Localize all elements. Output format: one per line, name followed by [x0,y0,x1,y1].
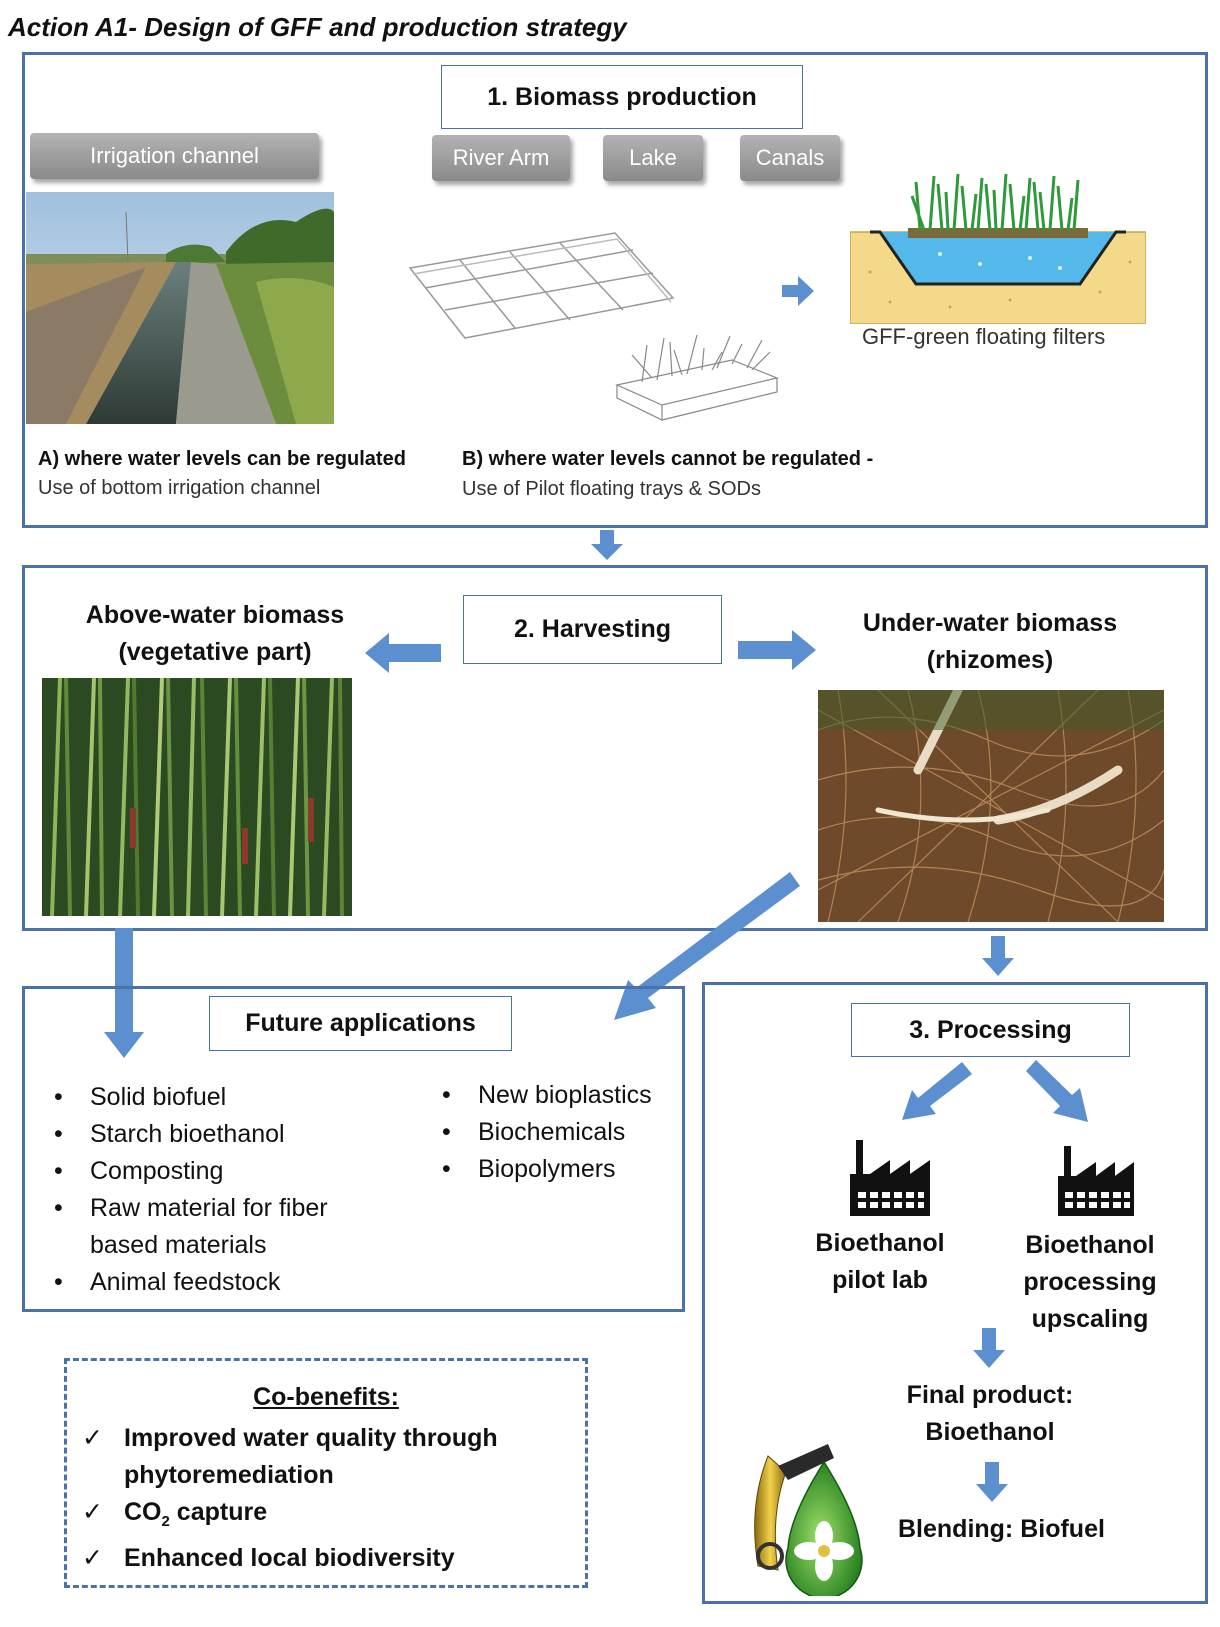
co-benefit-text-prefix: CO [124,1498,162,1526]
tab-river-arm-label: River Arm [452,145,550,170]
arrow-down-icon [104,928,144,1058]
future-applications-panel [22,986,685,1312]
under-water-line1: Under-water biomass [862,609,1118,637]
list-item: Animal feedstock [52,1264,392,1301]
co-benefit-text-suffix: capture [169,1498,268,1526]
list-item: ✓ Enhanced local biodiversity [82,1540,552,1577]
co-benefit-text: Improved water quality through phytoreme… [124,1424,498,1489]
pilot-line1: Bioethanol [815,1229,945,1257]
above-water-line1: Above-water biomass [85,601,345,629]
arrow-down-icon [973,1328,1005,1368]
factory-icon [1058,1146,1134,1216]
co-benefit-subscript: 2 [161,1513,170,1530]
list-item: New bioplastics [440,1077,680,1114]
tab-canals[interactable]: Canals [740,135,840,181]
biomass-production-title-text: 1. Biomass production [487,82,757,111]
factory-icon [850,1140,930,1216]
pilot-line2: pilot lab [832,1266,928,1294]
final-line2: Bioethanol [925,1418,1055,1446]
arrow-left-icon [365,633,441,673]
under-water-biomass-photo [818,690,1164,922]
arrow-diagonal-icon [614,872,800,1020]
gff-caption: GFF-green floating filters [862,324,1106,349]
bioethanol-processing-upscaling: Bioethanol processing upscaling [1000,1227,1180,1338]
arrow-down-left-icon [902,1062,972,1120]
above-water-biomass-photo [42,678,352,916]
list-item: Biochemicals [440,1114,680,1151]
check-icon: ✓ [82,1498,103,1526]
check-icon: ✓ [82,1544,103,1572]
biomass-production-panel [22,52,1208,528]
under-water-biomass-heading: Under-water biomass (rhizomes) [840,605,1140,679]
upscale-line1: Bioethanol [1025,1231,1155,1259]
final-product: Final product: Bioethanol [880,1377,1100,1451]
biomass-production-title: 1. Biomass production [441,65,803,129]
tab-lake[interactable]: Lake [603,135,703,181]
list-item: ✓ Improved water quality through phytore… [82,1420,552,1494]
processing-title: 3. Processing [851,1003,1130,1057]
tab-irrigation-channel[interactable]: Irrigation channel [30,133,319,179]
biofuel-nozzle-icon [754,1444,863,1596]
tab-river-arm[interactable]: River Arm [432,135,570,181]
list-item: Starch bioethanol [52,1116,392,1153]
irrigation-channel-photo [26,192,334,424]
future-applications-list-right: New bioplastics Biochemicals Biopolymers [440,1077,680,1188]
list-item: Solid biofuel [52,1079,392,1116]
floating-tray-sketch [408,232,675,339]
co-benefits-panel [64,1358,588,1588]
tab-canals-label: Canals [755,145,825,170]
processing-title-text: 3. Processing [909,1015,1072,1044]
harvesting-title: 2. Harvesting [463,595,722,664]
co-benefits-list: ✓ Improved water quality through phytore… [82,1420,552,1577]
gff-cross-section [850,173,1146,324]
arrow-right-icon [782,276,814,306]
tab-irrigation-channel-label: Irrigation channel [90,143,259,168]
future-applications-title-text: Future applications [245,1009,476,1037]
list-item: Composting [52,1153,392,1190]
option-a-text: Use of bottom irrigation channel [38,477,321,499]
arrow-down-icon [982,936,1014,976]
option-b-text: Use of Pilot floating trays & SODs [462,478,762,500]
final-line1: Final product: [906,1381,1074,1409]
above-water-line2: (vegetative part) [118,638,312,666]
list-item: Biopolymers [440,1151,680,1188]
above-water-biomass-heading: Above-water biomass (vegetative part) [60,597,370,671]
option-a-heading: A) where water levels can be regulated [38,448,406,470]
blending-biofuel: Blending: Biofuel [898,1515,1105,1543]
tab-lake-label: Lake [629,145,677,170]
check-icon: ✓ [82,1424,103,1452]
list-item: ✓ CO2 capture [82,1494,552,1540]
future-applications-list-left: Solid biofuel Starch bioethanol Composti… [52,1079,392,1301]
list-item: Raw material for fiber based materials [52,1190,392,1264]
under-water-line2: (rhizomes) [926,646,1054,674]
processing-panel [702,982,1208,1604]
arrow-down-icon [591,530,623,560]
harvesting-panel [22,565,1208,931]
sod-sketch [615,334,779,421]
future-applications-title: Future applications [209,996,512,1051]
bioethanol-pilot-lab: Bioethanol pilot lab [790,1225,970,1299]
page-title: Action A1- Design of GFF and production … [8,12,627,42]
arrow-down-icon [976,1462,1008,1502]
upscale-line2: processing [1023,1268,1157,1296]
option-b-heading: B) where water levels cannot be regulate… [462,448,874,470]
co-benefit-text: Enhanced local biodiversity [124,1544,455,1572]
arrow-right-icon [738,630,816,670]
arrow-down-right-icon [1026,1060,1088,1122]
co-benefits-title: Co-benefits: [253,1383,399,1411]
upscale-line3: upscaling [1031,1305,1149,1333]
harvesting-title-text: 2. Harvesting [513,615,671,643]
